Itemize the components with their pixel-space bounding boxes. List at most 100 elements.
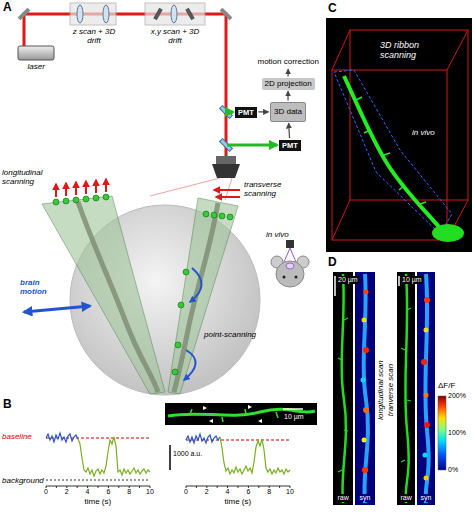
image-label: syn [359,494,372,502]
image-label: raw [400,494,413,502]
colorbar-label: 100% [448,429,466,437]
scan-point [227,214,233,220]
volume-box [332,30,468,240]
dendrite [344,76,440,228]
node-text: PMT [282,141,298,150]
x-axis [46,486,150,488]
colorbar [438,396,446,470]
scale-bar [398,276,400,286]
tick-label: 4 [226,488,230,496]
colorbar-label: 200% [448,392,466,400]
scan-arrow [56,179,240,197]
activity-spot [362,467,368,473]
scan-point [172,369,178,375]
scale-bar [283,408,303,410]
tick-label: 6 [106,488,110,496]
panel-d [333,272,446,505]
panel-letter: A [3,1,12,15]
scale-label: 1000 a.u. [173,450,202,458]
mirror [18,8,31,21]
activity-spot [424,297,430,303]
activity-spot [421,359,427,365]
dendrite [342,274,346,503]
colorbar-title: ΔF/F [438,381,455,390]
arrowhead-marker [258,419,262,423]
panel-letter: C [328,2,337,16]
objective [216,156,236,164]
scan-arrow [214,189,240,191]
volume-box [332,70,447,240]
mouse-eye [295,276,298,279]
scan-point [203,211,209,217]
spine [401,308,411,462]
data-box: 3D data [270,102,306,122]
scan-arrow [216,196,240,198]
activity-spot [363,407,369,413]
mirror [220,8,233,21]
optical-path [18,3,277,200]
scale-bar [334,276,336,296]
line-label: background [2,476,44,485]
process-label: motion correction [256,56,321,68]
line-label: baseline [2,432,32,441]
mode-label: point-scanning [204,330,256,339]
galvo-mirror [153,8,162,20]
volume-box [350,30,468,200]
scan-point [63,198,69,204]
component-label: x,y scan + 3D drift [144,27,206,45]
lens [171,5,177,23]
activity-spot [421,297,430,481]
panel-letter: D [328,256,337,270]
xy-scan-mount [145,3,205,25]
z-scan-mount [70,3,116,25]
flow-arrow [287,91,288,100]
scan-arrow [75,182,77,195]
scan-point [83,196,89,202]
pmt-box: PMT [279,140,301,151]
component-label: z scan + 3D drift [66,27,122,45]
syn-image [355,272,375,505]
fluorescence-beam [227,144,277,147]
node-text: motion correction [258,57,319,67]
panel-c [326,18,472,252]
tick-label: 2 [65,488,69,496]
spine [356,97,426,204]
x-axis [186,486,290,488]
pmt-box: PMT [235,107,257,118]
objective [212,164,240,178]
laser-box [18,46,54,60]
scan-point [211,212,217,218]
flow-arrow [288,69,289,76]
scan-point [53,199,59,205]
activity-spot [361,378,366,383]
tick-label: 8 [127,488,131,496]
scan-arrow [95,180,97,193]
activity-spot [364,290,369,295]
scan-point [219,213,225,219]
arrowhead-marker [203,405,262,423]
scan-point [178,302,184,308]
scale-label: 10 µm [401,276,423,284]
imaging-beam [284,248,296,262]
dendrite [174,203,218,392]
axis-title: time (s) [225,497,252,506]
tick-label: 0 [184,488,188,496]
mouse-head [276,261,304,287]
tick-label: 10 [286,488,294,496]
dendrite [78,202,158,392]
colorbar-label: 0% [448,466,458,474]
activity-spot [424,393,429,398]
process-box: 2D projection [262,78,315,90]
activity-spot [423,453,428,458]
trace [46,433,78,442]
arrowhead-marker [209,419,213,423]
raw-image [333,272,353,505]
condition-label: in vivo [412,128,435,137]
scan-arrow [105,179,107,192]
volume-box [332,30,468,240]
node-text: PMT [238,108,254,117]
syn-image [417,272,435,505]
brain-region [24,179,260,395]
arrowhead-marker [203,406,207,410]
